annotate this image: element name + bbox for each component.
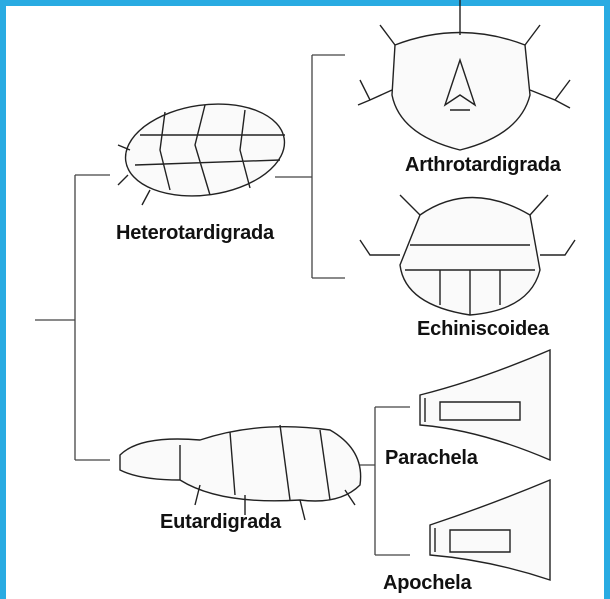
label-parachela: Parachela	[385, 447, 478, 470]
label-echiniscoidea: Echiniscoidea	[417, 318, 549, 341]
label-eutardigrada: Eutardigrada	[160, 511, 281, 534]
arthrotardigrada-illustration	[358, 0, 570, 150]
parachela-illustration	[420, 350, 550, 460]
label-apochela: Apochela	[383, 572, 471, 595]
label-arthrotardigrada: Arthrotardigrada	[405, 154, 561, 177]
heterotardigrada-illustration	[118, 94, 290, 205]
echiniscoidea-illustration	[360, 195, 575, 315]
eutardigrada-illustration	[120, 425, 361, 520]
label-heterotardigrada: Heterotardigrada	[116, 222, 274, 245]
apochela-illustration	[430, 480, 550, 580]
